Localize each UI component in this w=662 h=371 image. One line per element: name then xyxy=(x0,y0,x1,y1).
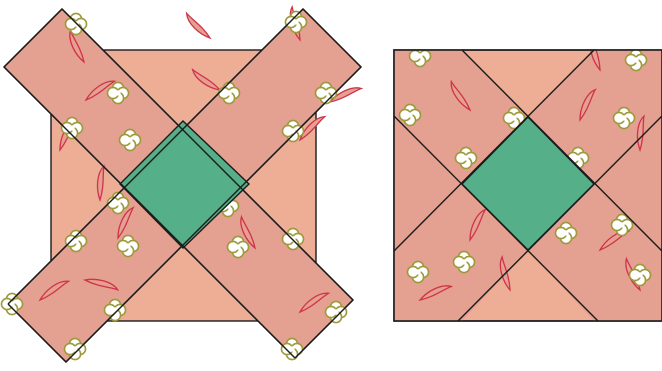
trimmed-block xyxy=(394,36,662,321)
unfolded-block xyxy=(1,6,362,362)
paisley-motif-icon xyxy=(184,12,211,42)
